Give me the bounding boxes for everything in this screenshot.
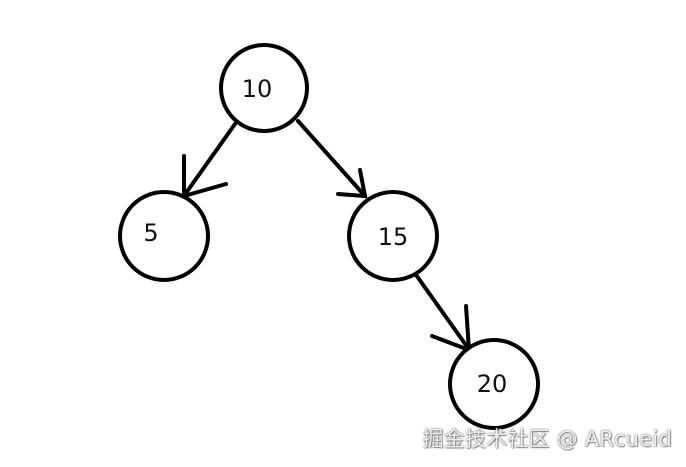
tree-node: 20 — [448, 338, 540, 430]
edge-10-to-15 — [296, 119, 367, 198]
edge-15-to-20 — [412, 270, 470, 350]
tree-node: 10 — [219, 43, 309, 133]
edge-10-to-5 — [184, 122, 237, 195]
node-label: 5 — [143, 219, 158, 247]
node-circle — [219, 43, 309, 133]
tree-node: 15 — [347, 190, 439, 282]
node-label: 10 — [242, 75, 273, 103]
watermark-text: 掘金技术社区 @ ARcueid — [422, 427, 672, 451]
node-circle — [118, 190, 210, 282]
node-label: 15 — [378, 223, 409, 251]
node-circle — [448, 338, 540, 430]
node-label: 20 — [477, 370, 508, 398]
node-circle — [347, 190, 439, 282]
tree-node: 5 — [118, 190, 210, 282]
arrowhead-15 — [336, 168, 368, 199]
